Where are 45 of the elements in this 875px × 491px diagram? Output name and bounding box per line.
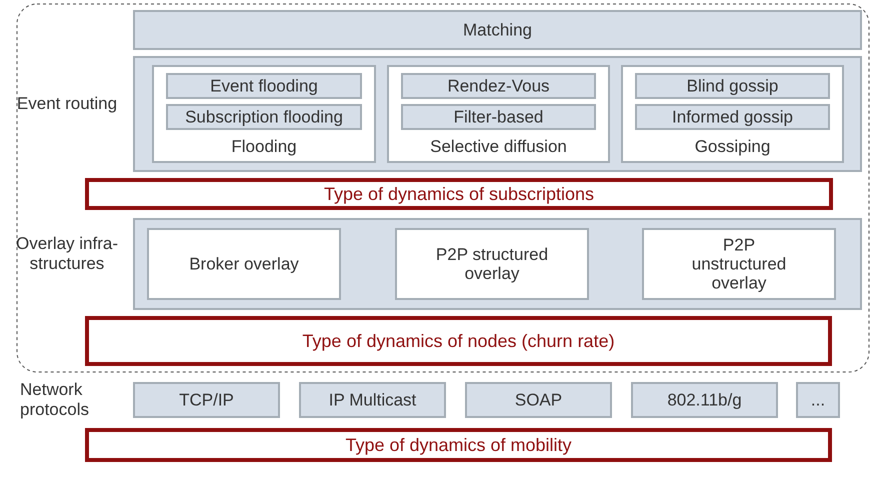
category-panel [387, 65, 610, 163]
category-panel [642, 228, 836, 300]
box-label: Filter-based [452, 108, 544, 126]
component-box [401, 104, 596, 130]
layer-label: Event routing [16, 94, 118, 114]
box-label: Broker overlay [188, 254, 300, 274]
box-label: Flooding [230, 137, 298, 156]
box-label: Type of dynamics of nodes (churn rate) [301, 331, 616, 351]
box-label: 802.11b/g [666, 390, 743, 410]
category-panel [152, 65, 376, 163]
layer-label: Overlay infra-structures [14, 234, 120, 274]
highlight-frame [85, 178, 833, 210]
box-label: Informed gossip [671, 108, 794, 126]
component-box [465, 382, 612, 418]
box-label: Event flooding [209, 76, 319, 96]
box-label: ... [810, 390, 826, 410]
category-panel [147, 228, 341, 300]
box-label: IP Multicast [328, 390, 418, 410]
layer-label: Network protocols [20, 380, 90, 420]
box-label: Blind gossip [686, 76, 780, 96]
highlight-frame [85, 316, 832, 366]
box-label: Rendez-Vous [446, 76, 551, 96]
component-box [631, 382, 778, 418]
component-box [635, 73, 830, 99]
component-box [133, 382, 280, 418]
category-panel [395, 228, 589, 300]
box-label: Selective diffusion [429, 137, 568, 156]
box-label: Gossiping [694, 137, 772, 156]
box-label: SOAP [514, 390, 564, 410]
component-box [166, 73, 362, 99]
box-label: Subscription flooding [184, 108, 344, 126]
layer-band [133, 10, 862, 50]
category-panel [621, 65, 844, 163]
highlight-frame [85, 428, 832, 462]
box-label: Type of dynamics of mobility [344, 435, 573, 455]
component-box [299, 382, 446, 418]
box-label: Type of dynamics of subscriptions [322, 184, 596, 204]
box-label: TCP/IP [178, 390, 235, 410]
box-label: P2P structured overlay [434, 245, 550, 283]
component-box [796, 382, 840, 418]
component-box [635, 104, 830, 130]
component-box [401, 73, 596, 99]
box-label: Matching [462, 20, 533, 40]
component-box [166, 104, 362, 130]
box-label: P2P unstructured overlay [690, 236, 788, 292]
